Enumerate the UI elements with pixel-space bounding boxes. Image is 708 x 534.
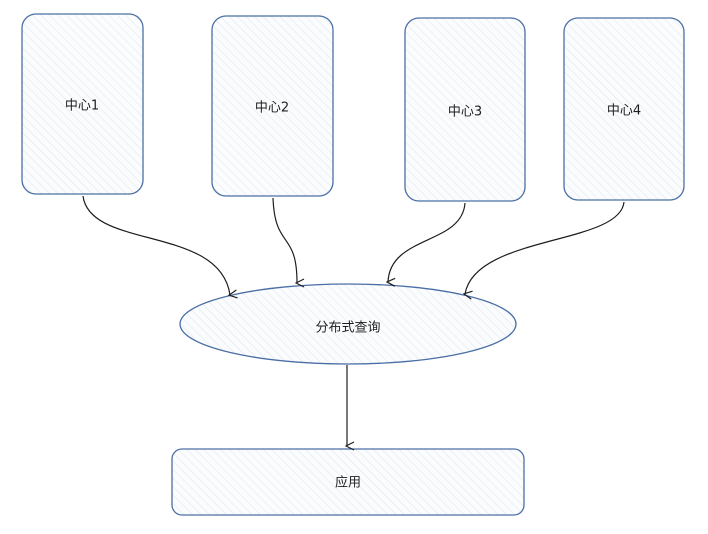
app-label: 应用 [334,475,362,491]
center2-box[interactable] [211,15,334,197]
center1-label: 中心1 [64,98,100,114]
center2-label: 中心2 [254,100,290,116]
arrow-center4-query [465,201,625,294]
arrow-center2-query [272,197,297,283]
center4-box[interactable] [563,17,685,201]
center3-box[interactable] [404,17,526,202]
arrow-center3-query [388,202,466,282]
center1-box[interactable] [21,13,144,195]
arrow-center1-query [82,195,230,295]
center4-label: 中心4 [606,103,642,119]
center3-label: 中心3 [447,104,483,120]
query-ellipse[interactable] [179,283,517,365]
query-label: 分布式查询 [315,320,381,336]
